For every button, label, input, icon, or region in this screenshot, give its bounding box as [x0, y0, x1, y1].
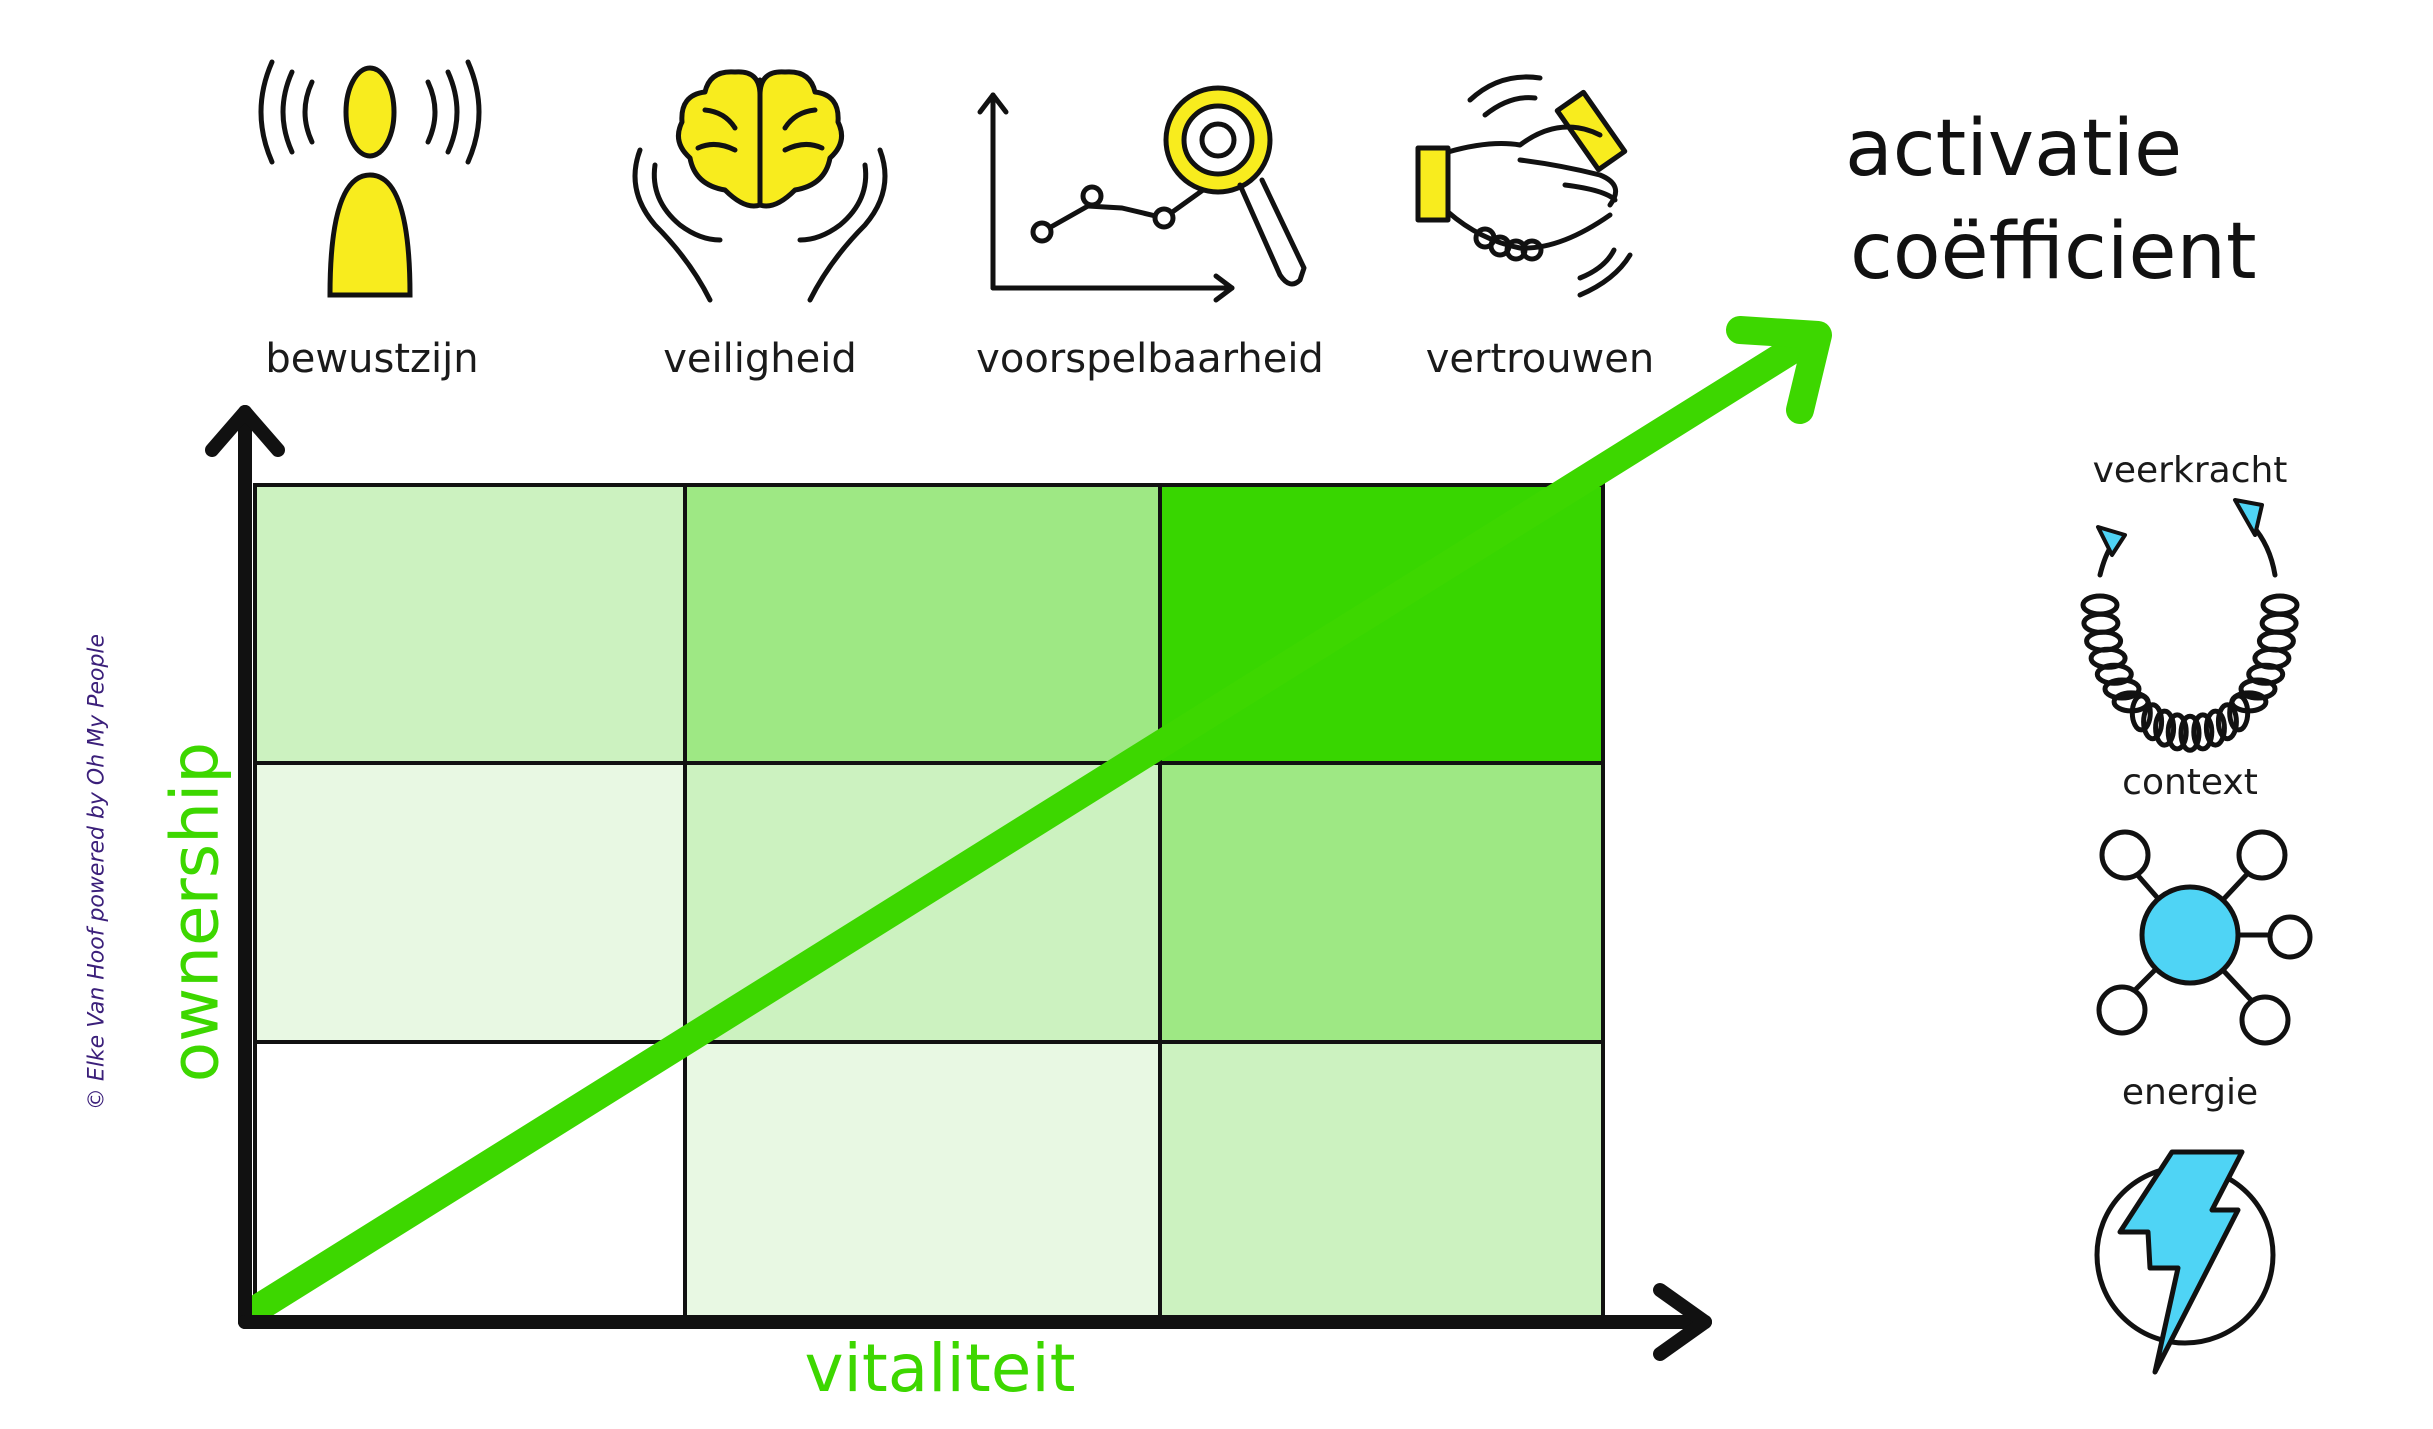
matrix-cell-r1-c1 — [253, 483, 687, 765]
matrix-cell-r1-c2 — [683, 483, 1162, 765]
lightning-icon — [2094, 1149, 2276, 1375]
title-line-1: activatie — [1845, 104, 2183, 194]
spring-coil — [2259, 611, 2299, 635]
brain-in-hands-icon — [632, 69, 888, 303]
chart-magnifier-icon — [977, 85, 1307, 303]
spring-coil — [2191, 712, 2215, 752]
title-line-2: coëfficient — [1850, 207, 2257, 297]
spring-coil — [2260, 593, 2300, 617]
spring-coil — [2129, 693, 2153, 733]
copyright-notice: © Elke Van Hoof powered by Oh My People — [84, 633, 110, 1111]
y-axis-label: ownership — [156, 741, 234, 1083]
spring-coil — [2153, 708, 2177, 748]
activation-arrow — [241, 316, 1832, 1324]
spring-coil — [2165, 712, 2189, 752]
label-energie: energie — [2121, 1072, 2259, 1113]
y-axis-arrowhead — [205, 405, 285, 457]
spring-coil — [2102, 677, 2142, 701]
spring-coil — [2080, 593, 2120, 617]
label-bewustzijn: bewustzijn — [265, 336, 479, 382]
matrix-cell-r1-c3 — [1158, 483, 1605, 765]
label-veerkracht: veerkracht — [2092, 450, 2288, 491]
label-veiligheid: veiligheid — [663, 336, 857, 382]
x-axis-label: vitaliteit — [804, 1330, 1076, 1407]
matrix-cell-r2-c1 — [253, 761, 687, 1044]
handshake-icon — [1415, 74, 1633, 298]
matrix-cell-r3-c2 — [683, 1040, 1162, 1320]
label-context: context — [2122, 762, 2258, 803]
matrix-cells — [253, 483, 1605, 1320]
matrix-cell-r3-c3 — [1158, 1040, 1605, 1320]
spring-coil — [2141, 702, 2165, 742]
spring-coil — [2229, 690, 2269, 714]
spring-coil — [2178, 713, 2202, 753]
spring-coil — [2081, 611, 2121, 635]
axes — [205, 405, 1712, 1361]
spring-coil — [2215, 702, 2239, 742]
label-voorspelbaarheid: voorspelbaarheid — [976, 336, 1324, 382]
spring-icon — [2080, 522, 2300, 753]
network-hub-icon — [2096, 829, 2313, 1046]
x-axis-arrowhead — [1653, 1283, 1712, 1361]
label-vertrouwen: vertrouwen — [1425, 336, 1655, 382]
person-broadcast-icon — [258, 59, 482, 298]
matrix-cell-r2-c3 — [1158, 761, 1605, 1044]
spring-arrowheads — [2096, 498, 2264, 557]
spring-coil — [2203, 708, 2227, 748]
